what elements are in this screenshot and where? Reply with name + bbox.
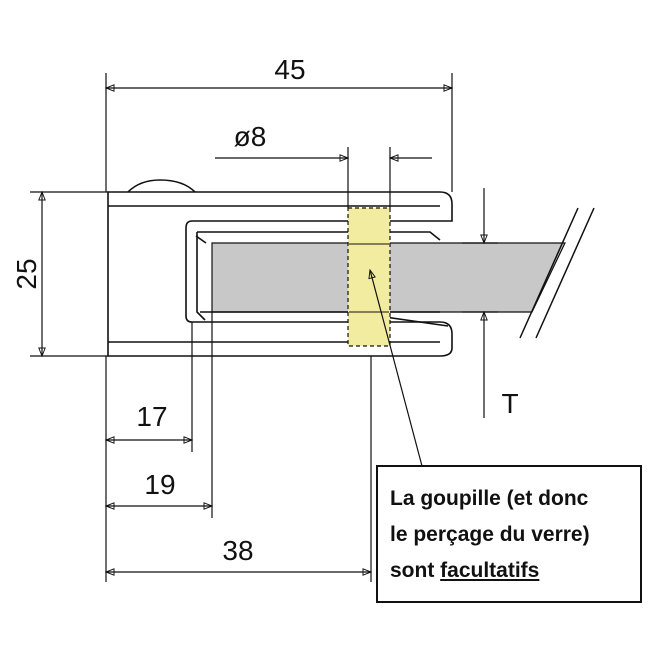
note-line-3: sont facultatifs [390,553,640,589]
break-line [535,207,595,339]
dim-diameter-label: ø8 [234,121,267,152]
dim-45-label: 45 [274,54,305,85]
dim-thickness-label: T [501,388,518,419]
note-line-2: le perçage du verre) [390,523,590,546]
dim-19-label: 19 [144,469,175,500]
dim-25-label: 25 [11,258,42,289]
dim-17 [104,322,194,582]
note-leader [368,268,423,467]
dim-38 [104,356,373,582]
note-box: La goupille (et donc le perçage du verre… [376,465,642,603]
dim-thickness [462,188,498,418]
pin [347,207,391,347]
break-line [519,207,579,339]
note-line-3-emphasis: facultatifs [440,559,540,582]
dim-17-label: 17 [136,401,167,432]
dim-25 [30,190,108,358]
dim-19 [104,312,214,518]
dim-45 [104,73,454,192]
dim-38-label: 38 [222,535,253,566]
dim-diameter [215,147,432,208]
note-line-1: La goupille (et donc [390,487,589,510]
note-line-3-prefix: sont [390,559,441,582]
